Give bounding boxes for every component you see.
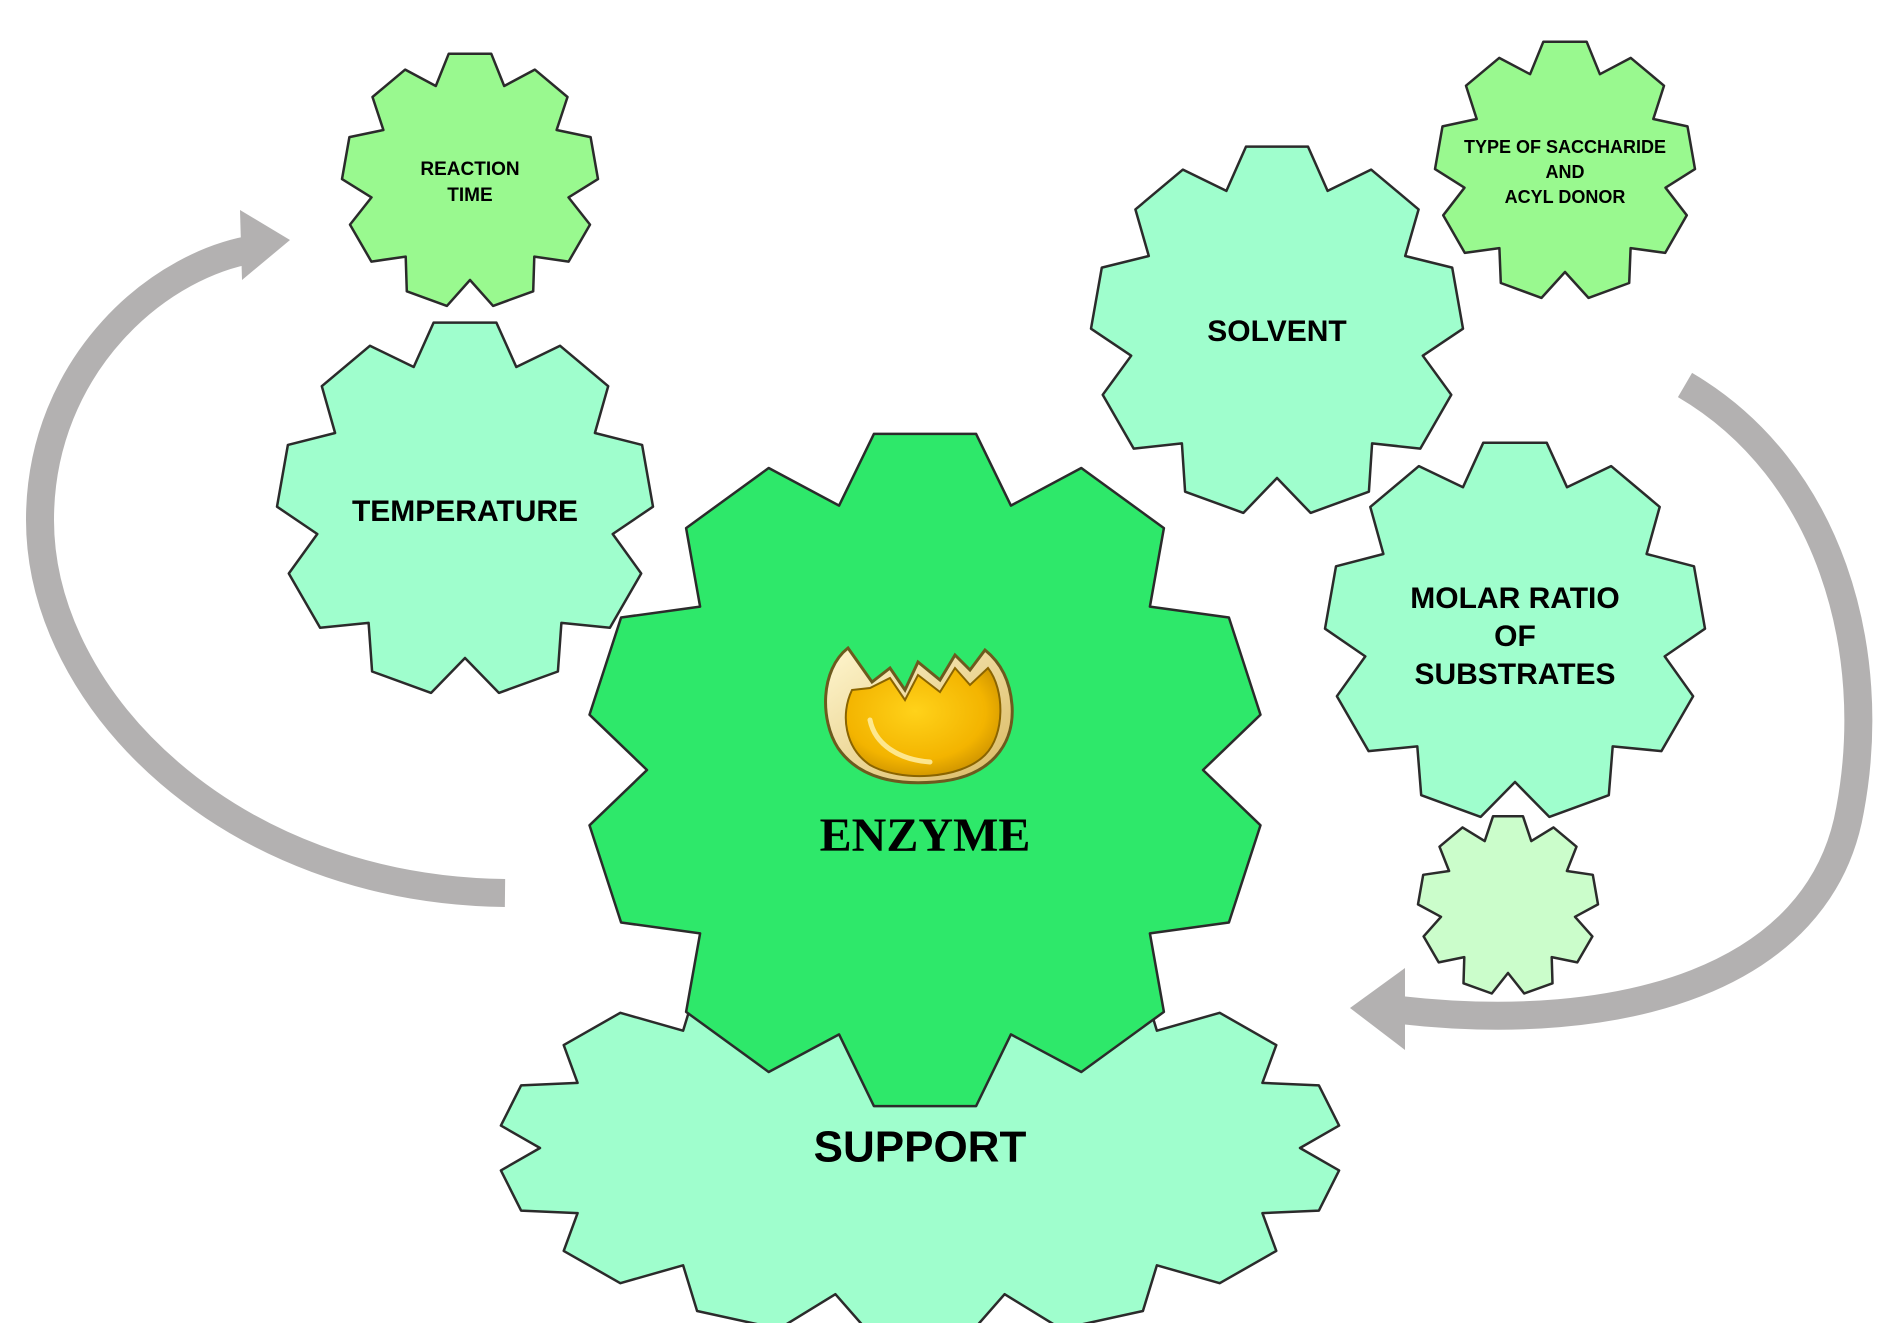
support-label: SUPPORT <box>814 1123 1027 1172</box>
right-cycle-arrow <box>1350 372 1873 1050</box>
molar-ratio-label-line-1: MOLAR RATIO <box>1410 582 1619 615</box>
right-arrow-shaft <box>1398 372 1873 1030</box>
small-unlabeled-gear <box>1416 815 1600 995</box>
support-gear-shape <box>499 955 1341 1323</box>
saccharide-label-line-1: TYPE OF SACCHARIDE <box>1464 137 1666 157</box>
molar-ratio-label-line-2: OF <box>1494 620 1536 653</box>
cracked-egg-shell-icon <box>824 645 1014 785</box>
saccharide-acyl-donor-gear-shape <box>1433 40 1697 300</box>
reaction-time-gear: REACTION TIME <box>340 52 600 308</box>
saccharide-label-line-2: AND <box>1546 162 1585 182</box>
enzyme-gear: ENZYME <box>588 432 1262 1108</box>
reaction-time-gear-shape <box>340 52 600 308</box>
solvent-label: SOLVENT <box>1207 315 1346 348</box>
solvent-gear: SOLVENT <box>1089 145 1465 515</box>
reaction-time-label-line-1: REACTION <box>420 159 519 180</box>
temperature-gear: TEMPERATURE <box>275 321 655 695</box>
egg-highlight <box>867 717 933 765</box>
reaction-time-label-line-2: TIME <box>447 185 492 206</box>
left-cycle-arrow <box>25 210 506 907</box>
small-gear-shape <box>1416 815 1600 995</box>
temperature-gear-shape <box>275 321 655 695</box>
temperature-label: TEMPERATURE <box>352 495 578 528</box>
saccharide-label-line-3: ACYL DONOR <box>1505 187 1626 207</box>
molar-ratio-label-line-3: SUBSTRATES <box>1414 658 1615 691</box>
molar-ratio-gear: MOLAR RATIO OF SUBSTRATES <box>1323 441 1707 819</box>
egg-yolk <box>844 666 1002 778</box>
support-gear: SUPPORT <box>499 955 1341 1323</box>
saccharide-acyl-donor-gear: TYPE OF SACCHARIDE AND ACYL DONOR <box>1433 40 1697 300</box>
enzyme-label: ENZYME <box>820 809 1031 862</box>
left-arrow-head <box>240 210 290 280</box>
solvent-gear-shape <box>1089 145 1465 515</box>
right-arrow-head <box>1350 968 1405 1050</box>
left-arrow-shaft <box>25 234 506 907</box>
molar-ratio-gear-shape <box>1323 441 1707 819</box>
